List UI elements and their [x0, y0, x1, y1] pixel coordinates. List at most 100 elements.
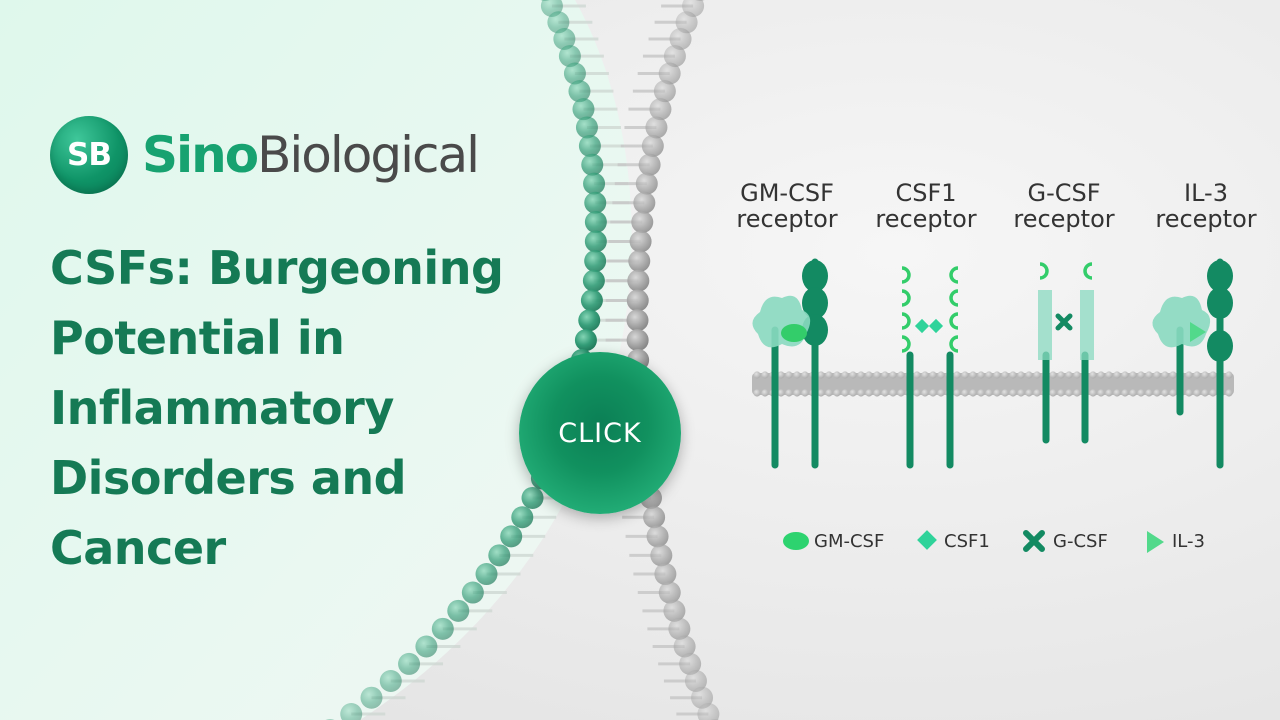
- membrane-head: [833, 389, 841, 397]
- logo: SB SinoBiological: [50, 110, 480, 200]
- cell-membrane: [752, 371, 1234, 397]
- lipid-head: [578, 309, 601, 332]
- membrane-head: [993, 389, 1001, 397]
- membrane-head: [1161, 389, 1169, 397]
- lipid-head: [629, 230, 652, 253]
- membrane-head: [1033, 371, 1041, 379]
- lipid-head: [626, 309, 649, 332]
- membrane-head: [1201, 389, 1209, 397]
- ig-domain-loop: [901, 335, 911, 353]
- membrane-head: [1105, 371, 1113, 379]
- ig-domain-loop: [949, 312, 959, 330]
- membrane-head: [881, 389, 889, 397]
- membrane-head: [849, 371, 857, 379]
- lipid-head: [547, 11, 570, 34]
- membrane-head: [1169, 389, 1177, 397]
- lipid-head: [684, 669, 707, 692]
- membrane-head: [977, 389, 985, 397]
- membrane-head: [961, 371, 969, 379]
- lipid-head: [578, 134, 601, 157]
- lipid-head: [580, 289, 603, 312]
- membrane-head: [1001, 371, 1009, 379]
- membrane-head: [1145, 389, 1153, 397]
- legend-label-csf1: CSF1: [944, 531, 990, 552]
- receptor-domain: [1207, 260, 1233, 292]
- membrane-head: [841, 371, 849, 379]
- left-panel-bg: [0, 0, 632, 720]
- lipid-head: [340, 703, 363, 720]
- membrane-head: [1169, 371, 1177, 379]
- membrane-head: [985, 371, 993, 379]
- lipid-head: [582, 269, 605, 292]
- membrane-head: [1097, 371, 1105, 379]
- lipid-head: [584, 211, 607, 234]
- lipid-head: [379, 669, 402, 692]
- logo-badge: SB: [50, 116, 128, 194]
- membrane-head: [753, 371, 761, 379]
- lipid-head: [673, 635, 696, 658]
- lipid-head: [646, 525, 669, 548]
- membrane-head: [857, 389, 865, 397]
- lipid-head: [626, 329, 649, 352]
- membrane-head: [1153, 389, 1161, 397]
- membrane-head: [865, 371, 873, 379]
- legend-symbols: [783, 530, 1164, 553]
- lipid-head: [574, 329, 597, 352]
- membrane-head: [889, 389, 897, 397]
- legend-label-gm-csf: GM-CSF: [814, 531, 885, 552]
- membrane-head: [1105, 389, 1113, 397]
- lipid-head: [461, 581, 484, 604]
- membrane-head: [1145, 371, 1153, 379]
- ig-domain-loop: [901, 266, 911, 284]
- membrane-head: [1137, 371, 1145, 379]
- lipid-head: [584, 230, 607, 253]
- ig-domain-loop: [1083, 262, 1093, 280]
- receptor-title-gm-csf: GM-CSF receptor: [736, 179, 838, 233]
- lipid-head: [553, 28, 576, 51]
- membrane-head: [857, 371, 865, 379]
- click-button[interactable]: CLICK: [519, 352, 681, 514]
- ig-domain-loop: [1039, 262, 1049, 280]
- lipid-head: [581, 153, 604, 176]
- membrane-head: [1193, 371, 1201, 379]
- membrane-head: [793, 371, 801, 379]
- membrane-head: [1065, 371, 1073, 379]
- membrane-head: [1113, 371, 1121, 379]
- membrane-head: [1017, 371, 1025, 379]
- membrane-head: [1121, 371, 1129, 379]
- receptor-domain: [802, 260, 828, 292]
- membrane-head: [881, 371, 889, 379]
- membrane-head: [937, 371, 945, 379]
- membrane-head: [897, 389, 905, 397]
- membrane-head: [1185, 389, 1193, 397]
- lipid-head: [398, 652, 421, 675]
- legend-label-il-3: IL-3: [1172, 531, 1205, 552]
- membrane-head: [1225, 371, 1233, 379]
- membrane-head: [801, 389, 809, 397]
- receptor-title-il-3: IL-3 receptor: [1155, 179, 1257, 233]
- membrane-head: [833, 371, 841, 379]
- membrane-head: [1129, 371, 1137, 379]
- lipid-head: [669, 28, 692, 51]
- membrane-head: [1049, 389, 1057, 397]
- membrane-head: [1121, 389, 1129, 397]
- receptor-domain: [1038, 290, 1052, 360]
- membrane-head: [1025, 389, 1033, 397]
- lipid-head: [638, 153, 661, 176]
- receptor-domain: [802, 287, 828, 319]
- ig-domain-loop: [949, 289, 959, 307]
- membrane-head: [785, 389, 793, 397]
- receptor-diagram: [752, 258, 1233, 469]
- membrane-head: [1201, 371, 1209, 379]
- membrane-head: [753, 389, 761, 397]
- membrane-head: [1137, 389, 1145, 397]
- membrane-head: [1161, 371, 1169, 379]
- membrane-head: [1185, 371, 1193, 379]
- membrane-head: [1225, 389, 1233, 397]
- lipid-head: [650, 544, 673, 567]
- membrane-head: [1193, 389, 1201, 397]
- lipid-head: [663, 599, 686, 622]
- ligand-csf1-bound: [914, 318, 930, 334]
- lipid-heads-gray: [626, 0, 720, 720]
